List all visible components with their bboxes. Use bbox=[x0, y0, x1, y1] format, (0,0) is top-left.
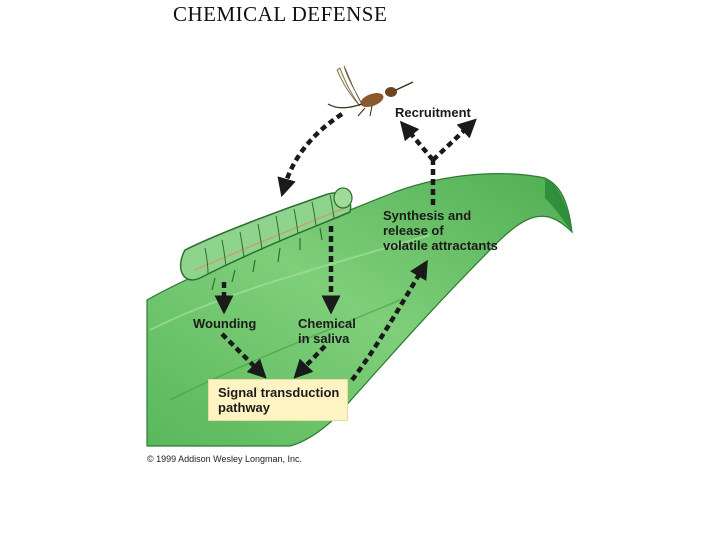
wasp-icon bbox=[327, 65, 414, 117]
arrow-recruit-right bbox=[431, 118, 477, 162]
arrow-chemical-to-signal bbox=[293, 344, 327, 379]
recruitment-label: Recruitment bbox=[395, 105, 471, 120]
arrow-signal-to-synthesis bbox=[350, 259, 428, 382]
caterpillar-icon bbox=[179, 187, 353, 291]
diagram-arrows bbox=[214, 112, 477, 382]
synthesis-label: Synthesis and release of volatile attrac… bbox=[383, 208, 498, 253]
chemical-label: Chemical in saliva bbox=[298, 316, 356, 346]
signal-transduction-box: Signal transduction pathway bbox=[208, 379, 348, 421]
arrow-wounding-to-signal bbox=[220, 332, 267, 379]
wounding-label: Wounding bbox=[193, 316, 257, 331]
arrow-recruit-left bbox=[399, 120, 435, 162]
copyright-notice: © 1999 Addison Wesley Longman, Inc. bbox=[147, 454, 303, 464]
signal-label: Signal transduction pathway bbox=[218, 385, 340, 415]
page-title: CHEMICAL DEFENSE bbox=[173, 2, 388, 26]
arrow-wasp-to-caterpillar bbox=[277, 112, 344, 198]
